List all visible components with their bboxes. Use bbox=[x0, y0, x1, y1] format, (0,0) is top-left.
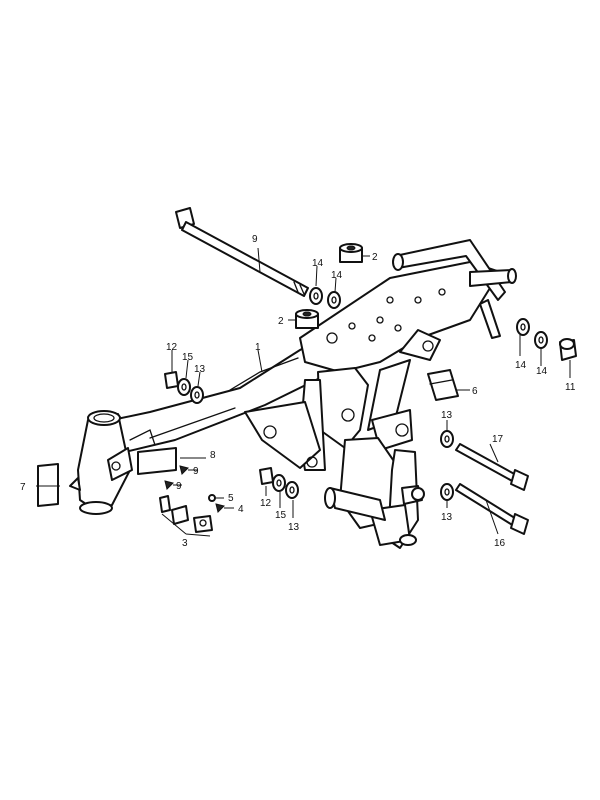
callout-11: 11 bbox=[565, 382, 576, 393]
part-14-washers bbox=[309, 287, 548, 349]
part-7-pad bbox=[37, 463, 59, 507]
callout-12: 12 bbox=[166, 342, 178, 353]
callout-14: 14 bbox=[515, 360, 527, 371]
part-17-bolt bbox=[455, 443, 529, 491]
part-12-15-13-nut-washers-lower bbox=[259, 467, 299, 499]
steering-head bbox=[69, 410, 156, 515]
callout-7: 7 bbox=[20, 482, 26, 493]
part-10-long-bolt bbox=[175, 207, 309, 297]
callout-14: 14 bbox=[312, 258, 324, 269]
callout-labels: 9 14 14 2 2 1 12 15 13 14 14 11 6 13 17 … bbox=[20, 234, 576, 549]
callout-15: 15 bbox=[275, 510, 287, 521]
callout-14: 14 bbox=[331, 270, 343, 281]
callout-9: 9 bbox=[176, 481, 182, 492]
callout-4: 4 bbox=[238, 504, 244, 515]
callout-1: 1 bbox=[255, 342, 261, 353]
part-3-switch bbox=[159, 495, 213, 533]
callout-10: 9 bbox=[252, 234, 258, 245]
part-6-clamp bbox=[427, 369, 459, 401]
callout-5: 5 bbox=[228, 493, 234, 504]
callout-2: 2 bbox=[372, 252, 378, 263]
part-12-15-13-nut-washers-upper bbox=[164, 371, 204, 404]
callout-6: 6 bbox=[472, 386, 478, 397]
callout-3: 3 bbox=[182, 538, 188, 549]
callout-2: 2 bbox=[278, 316, 284, 327]
callout-8: 8 bbox=[210, 450, 216, 461]
callout-13: 13 bbox=[194, 364, 206, 375]
part-16-bolt bbox=[455, 483, 529, 535]
part-2-rubber-bushing-upper bbox=[339, 243, 363, 263]
callout-13: 13 bbox=[441, 512, 453, 523]
part-2-rubber-bushing-lower bbox=[295, 309, 319, 329]
part-8-plate bbox=[137, 447, 177, 475]
part-9-screws bbox=[164, 465, 189, 490]
callout-13: 13 bbox=[288, 522, 300, 533]
callout-15: 15 bbox=[182, 352, 194, 363]
callout-16: 16 bbox=[494, 538, 506, 549]
callout-12: 12 bbox=[260, 498, 272, 509]
leader-lines bbox=[36, 247, 571, 537]
callout-14: 14 bbox=[536, 366, 548, 377]
callout-13: 13 bbox=[441, 410, 453, 421]
callout-9: 9 bbox=[193, 466, 199, 477]
part-13-washers-right bbox=[440, 430, 454, 501]
callout-17: 17 bbox=[492, 434, 504, 445]
part-11-cap-nut bbox=[559, 338, 577, 361]
part-1-main-frame bbox=[111, 239, 517, 549]
